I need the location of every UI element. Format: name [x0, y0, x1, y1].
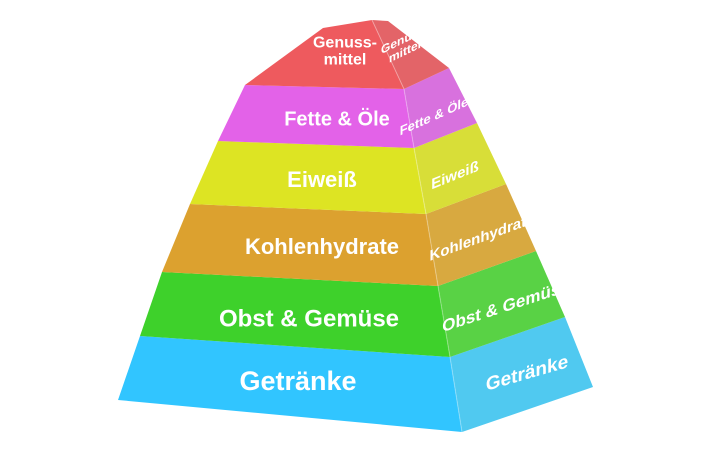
tier-kohlenhydrate-side-shade — [426, 184, 536, 286]
tier-eiweiss-front-label: Eiweiß — [287, 167, 357, 192]
tier-eiweiss-side-shade — [414, 123, 506, 214]
tier-fette-oele-front-face — [218, 85, 414, 148]
tier-obst-gemuese-front-face — [140, 272, 450, 357]
tier-genuss-mittel-side-face — [372, 20, 449, 89]
tier-obst-gemuese-front-label: Obst & Gemüse — [219, 305, 399, 332]
tier-kohlenhydrate-front-label: Kohlenhydrate — [245, 234, 399, 259]
tier-getraenke-side-shade — [450, 317, 593, 432]
tier-genuss-mittel-front-face — [245, 20, 404, 89]
pyramid-front-side-edge — [371, 19, 463, 433]
tier-eiweiss-front-face — [190, 141, 426, 214]
tier-getraenke-front-label: Getränke — [239, 366, 356, 396]
tier-fette-oele-side-shade — [404, 68, 477, 148]
tier-kohlenhydrate-side-face — [426, 184, 536, 286]
tier-kohlenhydrate-front-face — [162, 204, 438, 286]
tier-genuss-mittel-front-label: Genuss-mittel — [313, 35, 377, 69]
tier-fette-oele-front-label: Fette & Öle — [284, 107, 390, 130]
tier-obst-gemuese-side-face — [438, 251, 565, 357]
tier-eiweiss-side-face — [414, 123, 506, 214]
tier-getraenke-front-face — [118, 336, 462, 432]
tier-genuss-mittel-side-shade — [372, 20, 449, 89]
tier-fette-oele-side-face — [404, 68, 477, 148]
tier-getraenke-side-face — [450, 317, 593, 432]
tier-obst-gemuese-side-shade — [438, 251, 565, 357]
